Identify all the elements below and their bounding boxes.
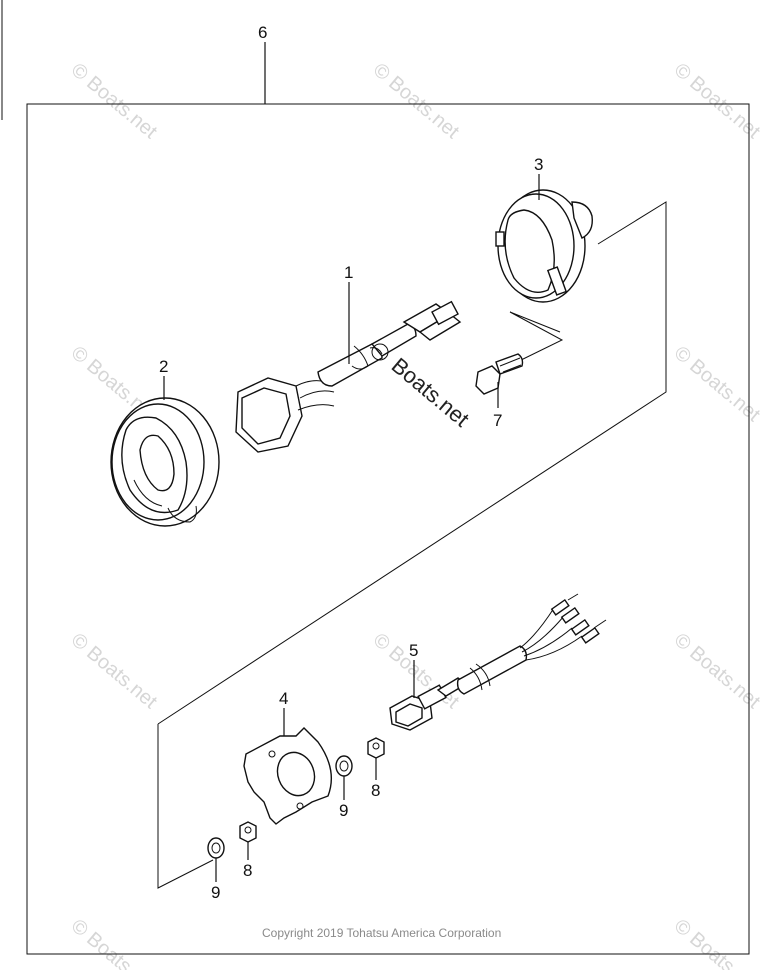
group-outline-upper (157, 201, 667, 725)
watermark: © Boats.net (670, 59, 765, 143)
spring-washer-lower (207, 837, 225, 859)
callout-8-lower: 8 (243, 861, 252, 880)
callouts: 6 1 2 3 7 5 4 9 8 9 8 (159, 23, 543, 902)
nut-lower (239, 821, 257, 843)
center-watermark-text: Boats.net (387, 353, 474, 432)
watermark: © Boats.net (670, 629, 765, 713)
nut-upper (367, 737, 385, 759)
callout-1: 1 (344, 263, 353, 282)
callout-2: 2 (159, 357, 168, 376)
switch-harness (235, 300, 462, 453)
lamp-socket-left (110, 397, 220, 527)
lamp-socket-right (495, 189, 593, 303)
watermark: © Boats.net (67, 59, 162, 143)
watermark: © Boats.net (67, 629, 162, 713)
bracket-plate (243, 727, 332, 825)
assembly-frame (26, 42, 750, 955)
callout-7: 7 (493, 411, 502, 430)
bolt (475, 353, 524, 395)
leader-lines (163, 174, 540, 882)
leader-3-7 (509, 311, 564, 363)
watermark: © Boats.net (670, 342, 765, 426)
callout-5: 5 (409, 641, 418, 660)
callout-8-upper: 8 (371, 781, 380, 800)
copyright-notice: Copyright 2019 Tohatsu America Corporati… (262, 926, 501, 940)
spring-washer-upper (335, 755, 353, 777)
callout-9-lower: 9 (211, 883, 220, 902)
watermark: © Boats.net (369, 59, 464, 143)
callout-3: 3 (534, 155, 543, 174)
connector-harness (389, 593, 607, 731)
callout-9-upper: 9 (339, 801, 348, 820)
callout-6: 6 (258, 23, 267, 42)
callout-4: 4 (279, 689, 288, 708)
watermark: © Boats.net (67, 915, 162, 970)
watermark: © Boats.net (670, 915, 765, 970)
center-watermark: Boats.net (371, 343, 474, 432)
group-outline (157, 724, 214, 889)
